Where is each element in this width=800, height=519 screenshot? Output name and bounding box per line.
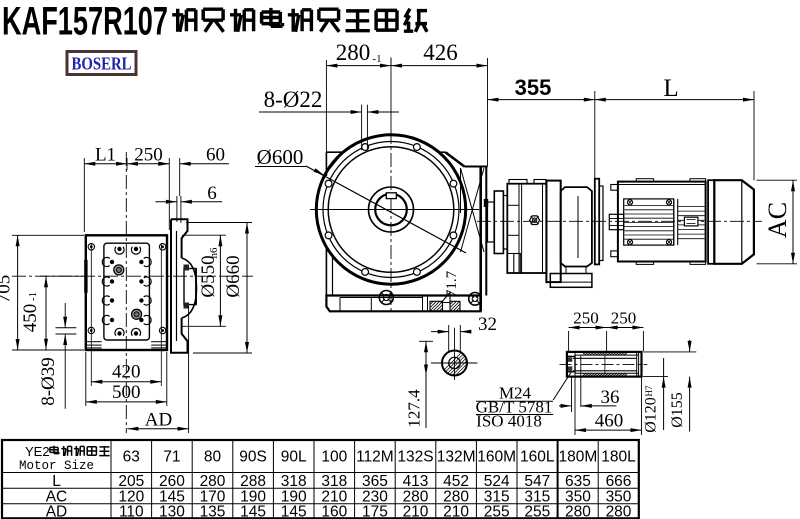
svg-text:250: 250 bbox=[573, 309, 599, 328]
svg-text:M24: M24 bbox=[499, 384, 532, 403]
svg-text:36: 36 bbox=[601, 387, 620, 408]
svg-text:500: 500 bbox=[112, 382, 141, 403]
svg-text:AC: AC bbox=[46, 489, 68, 506]
svg-text:90L: 90L bbox=[281, 449, 307, 466]
svg-text:280: 280 bbox=[443, 489, 469, 506]
svg-text:-1: -1 bbox=[27, 292, 39, 301]
svg-text:Ø120: Ø120 bbox=[643, 397, 660, 433]
svg-text:315: 315 bbox=[524, 489, 550, 506]
svg-text:210: 210 bbox=[321, 489, 347, 506]
svg-text:L: L bbox=[663, 75, 678, 102]
svg-text:190: 190 bbox=[281, 489, 307, 506]
svg-text:63: 63 bbox=[123, 449, 140, 466]
svg-text:280: 280 bbox=[403, 489, 429, 506]
svg-text:Ø600: Ø600 bbox=[257, 145, 304, 169]
svg-text:413: 413 bbox=[403, 473, 429, 490]
svg-text:230: 230 bbox=[362, 489, 388, 506]
svg-text:KAF157R107: KAF157R107 bbox=[2, 0, 168, 44]
svg-text:255: 255 bbox=[484, 504, 510, 519]
svg-text:426: 426 bbox=[423, 40, 458, 65]
svg-text:280: 280 bbox=[336, 40, 371, 65]
svg-text:120: 120 bbox=[118, 489, 144, 506]
svg-text:452: 452 bbox=[443, 473, 469, 490]
svg-text:ISO 4018: ISO 4018 bbox=[476, 412, 542, 431]
svg-text:175: 175 bbox=[362, 504, 388, 519]
svg-text:h6: h6 bbox=[208, 247, 220, 259]
svg-text:AC: AC bbox=[763, 202, 792, 238]
svg-text:AD: AD bbox=[46, 504, 68, 519]
svg-text:350: 350 bbox=[606, 489, 632, 506]
svg-text:BOSERL: BOSERL bbox=[72, 54, 132, 74]
svg-text:100: 100 bbox=[321, 449, 347, 466]
svg-text:250: 250 bbox=[134, 145, 163, 166]
svg-text:-1: -1 bbox=[372, 53, 381, 65]
svg-text:318: 318 bbox=[321, 473, 347, 490]
svg-text:6: 6 bbox=[207, 183, 217, 204]
svg-text:210: 210 bbox=[443, 504, 469, 519]
svg-text:145: 145 bbox=[281, 504, 307, 519]
svg-text:288: 288 bbox=[240, 473, 266, 490]
svg-text:32: 32 bbox=[478, 314, 497, 335]
svg-text:145: 145 bbox=[240, 504, 266, 519]
svg-text:Ø155: Ø155 bbox=[669, 392, 686, 428]
svg-text:250: 250 bbox=[611, 309, 637, 328]
svg-text:190: 190 bbox=[240, 489, 266, 506]
svg-text:60: 60 bbox=[206, 145, 225, 166]
svg-text:318: 318 bbox=[281, 473, 307, 490]
svg-text:L1: L1 bbox=[95, 145, 116, 166]
svg-text:Ø550: Ø550 bbox=[198, 255, 219, 297]
svg-text:666: 666 bbox=[606, 473, 632, 490]
svg-text:450: 450 bbox=[20, 304, 41, 333]
svg-text:280: 280 bbox=[565, 504, 591, 519]
svg-text:524: 524 bbox=[484, 473, 510, 490]
svg-text:AD: AD bbox=[145, 410, 172, 431]
svg-text:547: 547 bbox=[524, 473, 550, 490]
svg-text:130: 130 bbox=[159, 504, 185, 519]
svg-text:GB/T 5781: GB/T 5781 bbox=[476, 398, 553, 417]
svg-text:71.7: 71.7 bbox=[444, 270, 460, 297]
svg-text:71: 71 bbox=[163, 449, 180, 466]
svg-text:8-Ø22: 8-Ø22 bbox=[264, 87, 323, 112]
svg-text:365: 365 bbox=[362, 473, 388, 490]
svg-text:205: 205 bbox=[118, 473, 144, 490]
svg-text:80: 80 bbox=[204, 449, 222, 466]
svg-text:180M: 180M bbox=[559, 449, 598, 466]
svg-text:132M: 132M bbox=[437, 449, 476, 466]
svg-text:160M: 160M bbox=[477, 449, 516, 466]
svg-text:145: 145 bbox=[159, 489, 185, 506]
svg-text:315: 315 bbox=[484, 489, 510, 506]
svg-text:705: 705 bbox=[0, 275, 15, 304]
svg-text:280: 280 bbox=[606, 504, 632, 519]
svg-text:90S: 90S bbox=[239, 449, 267, 466]
svg-text:180L: 180L bbox=[601, 449, 636, 466]
svg-text:260: 260 bbox=[159, 473, 185, 490]
svg-text:460: 460 bbox=[595, 411, 624, 432]
svg-text:L: L bbox=[52, 473, 61, 490]
svg-text:170: 170 bbox=[200, 489, 226, 506]
svg-text:135: 135 bbox=[200, 504, 226, 519]
svg-text:Motor Size: Motor Size bbox=[19, 459, 94, 473]
svg-text:160: 160 bbox=[321, 504, 347, 519]
svg-text:Ø660: Ø660 bbox=[223, 255, 244, 297]
svg-text:350: 350 bbox=[565, 489, 591, 506]
svg-text:H7: H7 bbox=[644, 385, 654, 396]
svg-text:127.4: 127.4 bbox=[405, 389, 424, 428]
svg-text:8-Ø39: 8-Ø39 bbox=[38, 357, 59, 406]
svg-text:112M: 112M bbox=[356, 449, 394, 466]
svg-text:355: 355 bbox=[515, 75, 552, 100]
svg-text:280: 280 bbox=[200, 473, 226, 490]
svg-text:132S: 132S bbox=[397, 449, 433, 466]
svg-text:635: 635 bbox=[565, 473, 591, 490]
svg-text:255: 255 bbox=[524, 504, 550, 519]
svg-text:160L: 160L bbox=[520, 449, 555, 466]
svg-text:YE2: YE2 bbox=[25, 444, 50, 459]
svg-text:110: 110 bbox=[119, 504, 144, 519]
svg-text:420: 420 bbox=[112, 362, 141, 383]
svg-text:210: 210 bbox=[403, 504, 429, 519]
